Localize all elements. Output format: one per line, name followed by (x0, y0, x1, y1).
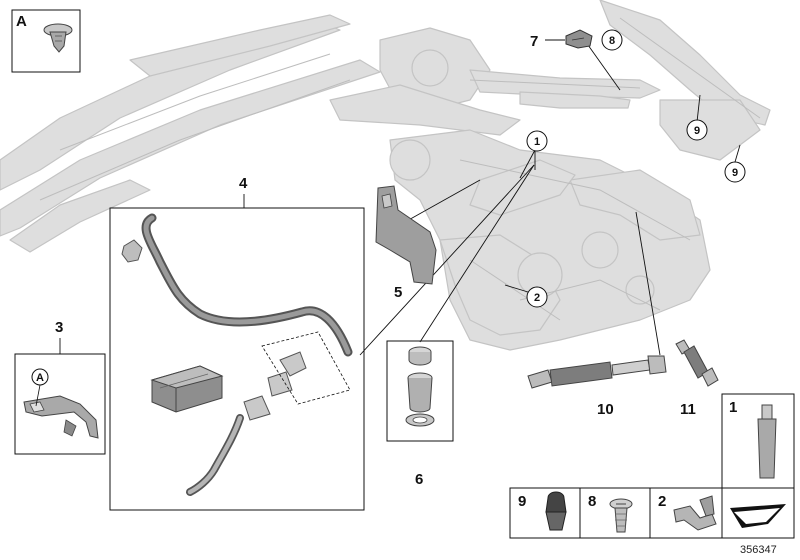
legend-panel (509, 393, 795, 539)
label-part-6: 6 (415, 471, 423, 488)
label-part-5: 5 (394, 284, 402, 301)
legend-label-1: 1 (729, 399, 737, 416)
box-3-frame (14, 353, 106, 455)
clip-fastener (43, 23, 73, 53)
callout-9b-circle (724, 161, 746, 183)
label-part-9b: 9 (732, 167, 738, 179)
document-number: 356347 (740, 544, 777, 556)
legend-screw-8 (609, 498, 633, 533)
box-4-frame (109, 207, 365, 511)
legend-clip-2 (673, 495, 717, 531)
roof-mechanism-assembly (0, 0, 771, 351)
legend-label-2: 2 (658, 493, 666, 510)
box-a-frame (11, 9, 81, 73)
hose-assembly (121, 213, 353, 496)
label-part-11: 11 (680, 401, 696, 418)
gas-strut-10 (527, 355, 667, 389)
callout-2-circle (526, 286, 548, 308)
label-part-8: 8 (609, 35, 615, 47)
assembly-detail-lines (39, 17, 761, 321)
bracket-7 (565, 29, 593, 49)
label-part-10: 10 (597, 401, 614, 418)
label-part-4: 4 (239, 175, 248, 192)
legend-buffer-9 (545, 491, 567, 531)
bracket-3 (23, 395, 99, 439)
detail-a-leader (35, 384, 41, 407)
package-box (150, 365, 224, 413)
legend-pin-1 (757, 404, 777, 479)
bracket-5 (375, 185, 437, 285)
callout-circles (526, 29, 746, 308)
label-detail-a: A (16, 13, 27, 30)
box-6-frame (386, 340, 454, 442)
label-part-3: 3 (55, 319, 63, 336)
gas-strut-11 (675, 339, 719, 387)
legend-label-8: 8 (588, 493, 596, 510)
label-part-1: 1 (534, 136, 540, 148)
label-detail-a-callout: A (36, 372, 44, 384)
label-part-2: 2 (534, 292, 540, 304)
arrow-icon (730, 504, 786, 528)
leader-lines (59, 39, 741, 356)
callout-9a-circle (686, 119, 708, 141)
callout-1-circle (526, 130, 548, 152)
bushing-set (405, 346, 435, 427)
callout-8-circle (601, 29, 623, 51)
label-part-7: 7 (530, 33, 538, 50)
label-part-9a: 9 (694, 125, 700, 137)
legend-label-9: 9 (518, 493, 526, 510)
